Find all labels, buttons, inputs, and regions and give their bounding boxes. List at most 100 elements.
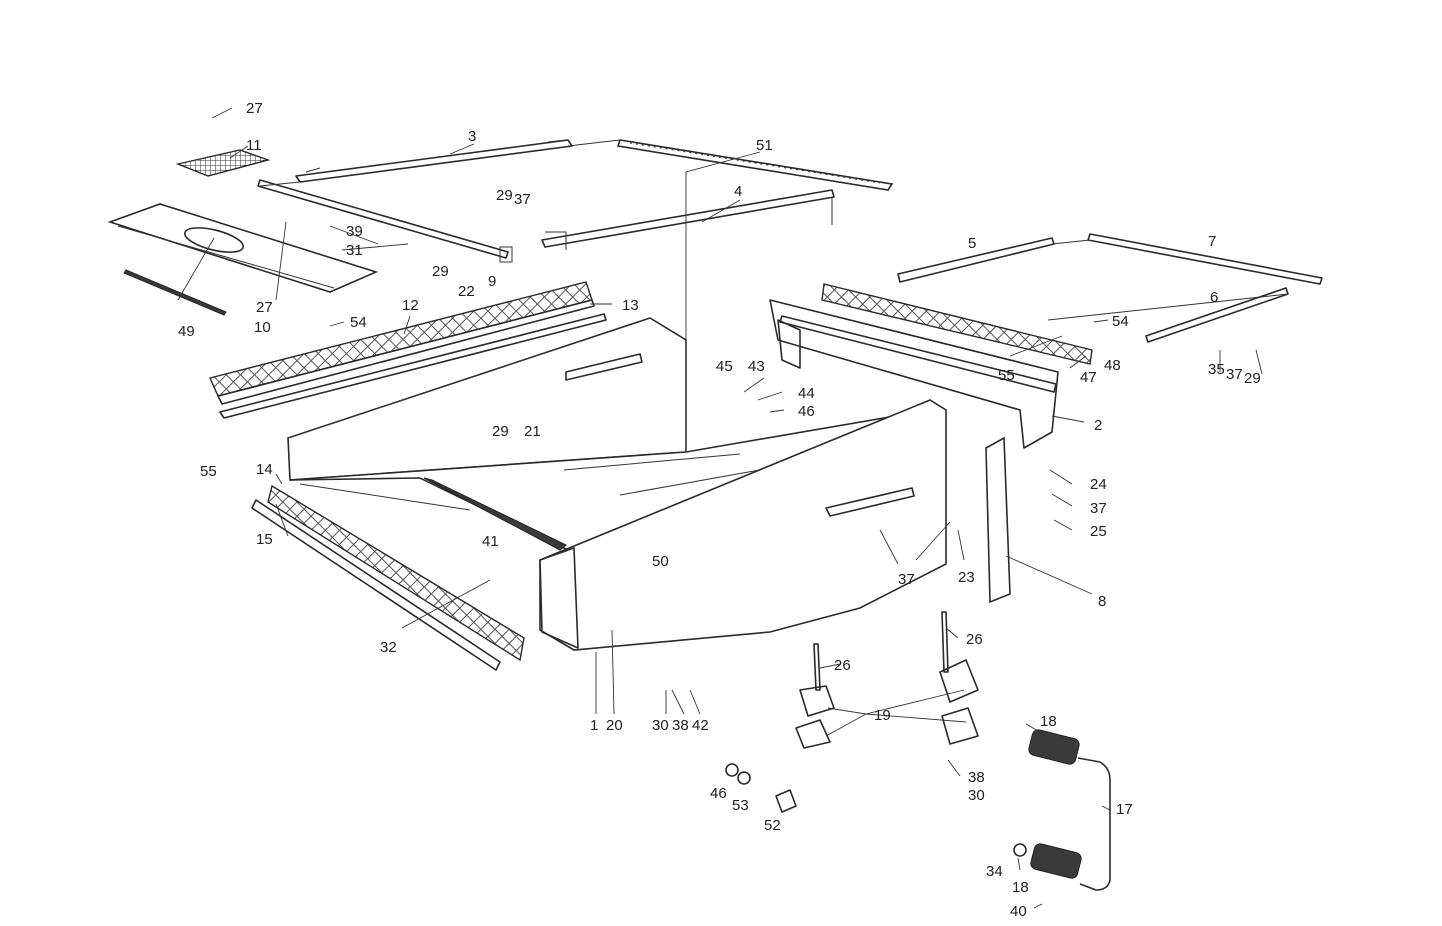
callout-15: 15	[256, 531, 273, 548]
hitch-bracket-19c	[939, 659, 979, 703]
bolt-52	[775, 789, 797, 813]
callout-18: 18	[1012, 879, 1029, 896]
callout-24: 24	[1090, 476, 1107, 493]
handle-bar-17	[1077, 757, 1111, 891]
callout-3: 3	[468, 128, 476, 145]
hitch-bracket-19d	[941, 707, 979, 745]
callout-9: 9	[488, 273, 496, 290]
hitch-bracket-19a	[799, 685, 835, 717]
callout-7: 7	[1208, 233, 1216, 250]
rail-4	[541, 189, 835, 250]
callout-37: 37	[514, 191, 531, 208]
callout-39: 39	[346, 223, 363, 240]
callout-55: 55	[200, 463, 217, 480]
rail-13	[219, 313, 607, 419]
callout-5: 5	[968, 235, 976, 252]
callout-26: 26	[966, 631, 983, 648]
callout-1: 1	[590, 717, 598, 734]
callout-44: 44	[798, 385, 815, 402]
washer-34	[1013, 843, 1027, 857]
callout-22: 22	[458, 283, 475, 300]
rail-51	[616, 139, 894, 191]
rail-14-chequered	[267, 484, 525, 662]
rail-47	[779, 315, 1057, 393]
callout-46: 46	[798, 403, 815, 420]
callout-37: 37	[898, 571, 915, 588]
callout-6: 6	[1210, 289, 1218, 306]
callout-34: 34	[986, 863, 1003, 880]
callout-37: 37	[1226, 366, 1243, 383]
hitch-bracket-19b	[795, 719, 831, 749]
callout-27: 27	[256, 299, 273, 316]
washer-46	[725, 763, 739, 777]
callout-29: 29	[496, 187, 513, 204]
callout-10: 10	[254, 319, 271, 336]
callout-55: 55	[998, 367, 1015, 384]
callout-19: 19	[874, 707, 891, 724]
callout-29: 29	[492, 423, 509, 440]
bolt-26-right	[941, 611, 949, 673]
left-panel-bracket	[565, 353, 643, 381]
spring-18-lower	[1030, 843, 1082, 879]
frame-edge-top	[259, 139, 833, 225]
spring-18-upper	[1028, 729, 1080, 765]
rail-3	[295, 139, 573, 183]
callout-40: 40	[1010, 903, 1027, 920]
callout-18: 18	[1040, 713, 1057, 730]
callout-50: 50	[652, 553, 669, 570]
callout-26: 26	[834, 657, 851, 674]
callout-21: 21	[524, 423, 541, 440]
bolt-26-left	[813, 643, 821, 691]
floor-ribs	[423, 477, 567, 551]
callout-labels: 27 11 3 51 4 29 37 39 31 29 22 9 27 10 4…	[178, 100, 1261, 920]
front-panel-bracket	[777, 319, 801, 369]
cover-hatch-opening	[183, 227, 245, 253]
callout-45: 45	[716, 358, 733, 375]
front-panel-2	[769, 299, 1059, 449]
strip-49	[123, 269, 227, 316]
callout-52: 52	[764, 817, 781, 834]
callout-14: 14	[256, 461, 273, 478]
leader-lines	[177, 107, 1263, 909]
callout-23: 23	[958, 569, 975, 586]
callout-38: 38	[672, 717, 689, 734]
callout-42: 42	[692, 717, 709, 734]
callout-12: 12	[402, 297, 419, 314]
callout-31: 31	[346, 242, 363, 259]
callout-30: 30	[968, 787, 985, 804]
callout-11: 11	[246, 137, 262, 154]
callout-8: 8	[1098, 593, 1106, 610]
callout-54: 54	[1112, 313, 1129, 330]
callout-13: 13	[622, 297, 639, 314]
rail-9	[257, 179, 513, 263]
callout-17: 17	[1116, 801, 1133, 818]
callout-32: 32	[380, 639, 397, 656]
rail-12-flange	[217, 299, 595, 405]
callout-37: 37	[1090, 500, 1107, 517]
callout-25: 25	[1090, 523, 1107, 540]
callout-29: 29	[432, 263, 449, 280]
callout-20: 20	[606, 717, 623, 734]
callout-54: 54	[350, 314, 367, 331]
callout-46: 46	[710, 785, 727, 802]
callout-38: 38	[968, 769, 985, 786]
callout-49: 49	[178, 323, 195, 340]
washer-53	[737, 771, 751, 785]
callout-48: 48	[1104, 357, 1121, 374]
rail-15	[251, 499, 501, 671]
callout-4: 4	[734, 183, 742, 200]
left-panel-top-edge	[287, 317, 651, 439]
callout-27: 27	[246, 100, 263, 117]
rail-48-chequered	[821, 283, 1093, 365]
callout-47: 47	[1080, 369, 1097, 386]
rail-7	[1087, 233, 1323, 285]
callout-35: 35	[1208, 361, 1225, 378]
callout-2: 2	[1094, 417, 1102, 434]
callout-41: 41	[482, 533, 499, 550]
plate-8	[985, 436, 1011, 604]
right-panel-inner-bracket	[825, 487, 915, 517]
right-rails-edge	[1047, 239, 1289, 321]
mesh-panel-11	[175, 149, 271, 177]
callout-43: 43	[748, 358, 765, 375]
